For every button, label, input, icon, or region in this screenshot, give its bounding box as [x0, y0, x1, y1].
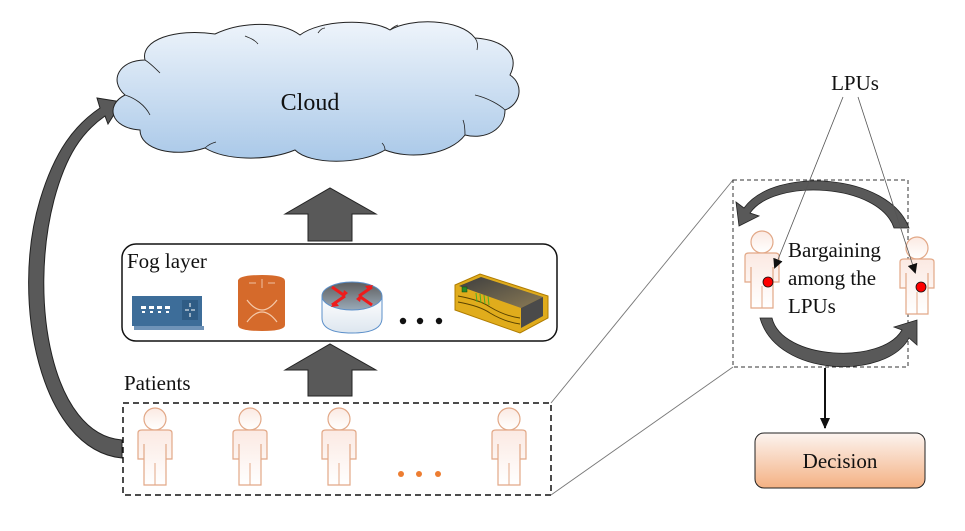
router-orange-icon: [238, 275, 285, 331]
lpu-dot-left: [762, 276, 774, 288]
network-switch-icon: [132, 296, 204, 330]
lpu-dot-right: [915, 281, 927, 293]
cloud-label: Cloud: [281, 90, 340, 116]
lpus-label: LPUs: [831, 71, 879, 95]
patient-icon: [491, 407, 527, 486]
patients-ellipsis-icon: [398, 471, 441, 477]
fog-layer-box: Fog layer: [121, 243, 558, 342]
lpu-person-right: [899, 236, 935, 315]
zoom-projection-lines: [550, 179, 734, 496]
router-red-arrows-icon: [321, 281, 383, 334]
fog-to-cloud-arrow: [283, 187, 378, 242]
decision-box: Decision: [754, 432, 926, 489]
patients-to-fog-arrow: [283, 343, 378, 397]
lpus-pointer-lines: [773, 96, 918, 274]
ellipsis-icon: [399, 317, 443, 325]
patients-box: [122, 402, 552, 496]
bargaining-text: Bargaining among the LPUs: [788, 238, 886, 318]
patient-icon: [232, 407, 268, 486]
lpu-person-left: [744, 230, 780, 309]
bargaining-arrow-top: [735, 180, 910, 229]
bargaining-arrow-bottom: [759, 317, 918, 368]
patient-icon: [321, 407, 357, 486]
cloud: Cloud: [112, 21, 520, 162]
decision-label: Decision: [803, 449, 878, 473]
fog-layer-label: Fog layer: [127, 249, 207, 273]
patient-icon: [137, 407, 173, 486]
gateway-appliance-icon: [454, 273, 549, 334]
patients-to-cloud-arrow: [28, 97, 123, 459]
lpu-box: Bargaining among the LPUs: [732, 179, 935, 368]
patients-label: Patients: [124, 371, 191, 395]
